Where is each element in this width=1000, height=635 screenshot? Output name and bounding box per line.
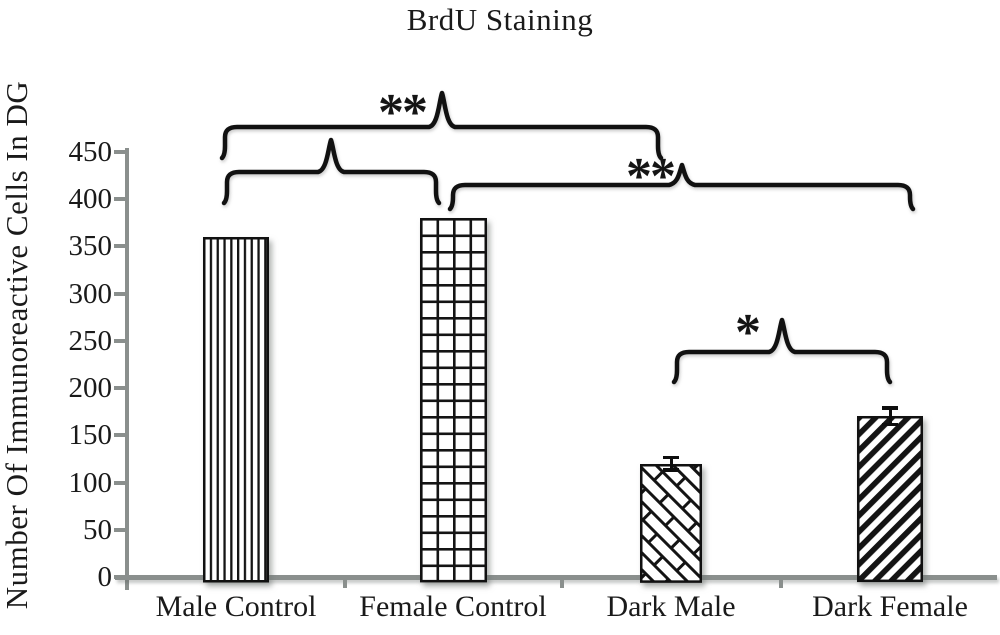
y-tick-mark-350	[114, 244, 125, 249]
chart-title: BrdU Staining	[406, 2, 594, 37]
bar-female-control	[419, 218, 487, 583]
x-category-label-male-control: Male Control	[155, 590, 317, 623]
bar-dark-female	[857, 416, 923, 583]
y-tick-mark-200	[114, 386, 125, 391]
error-bar-cap-top-dark-male	[663, 455, 679, 460]
x-tick-mark-2	[778, 579, 783, 588]
y-tick-label-150: 150	[68, 419, 113, 452]
bar-male-control	[203, 237, 269, 583]
x-category-label-dark-female: Dark Female	[812, 590, 968, 623]
y-tick-label-200: 200	[68, 372, 113, 405]
y-tick-mark-250	[114, 338, 125, 343]
y-tick-label-450: 450	[68, 136, 113, 168]
y-tick-label-400: 400	[68, 183, 113, 216]
error-bar-cap-bottom-dark-male	[663, 468, 679, 472]
x-tick-mark-0	[342, 579, 347, 588]
y-tick-mark-300	[114, 291, 125, 296]
y-tick-mark-0	[114, 575, 125, 579]
y-tick-mark-50	[114, 527, 125, 532]
significance-label-2: **	[626, 148, 676, 205]
y-tick-label-100: 100	[68, 466, 113, 499]
y-tick-label-350: 350	[68, 230, 113, 263]
error-bar-cap-top-dark-female	[882, 406, 898, 410]
y-axis-line	[125, 148, 129, 590]
y-tick-label-250: 250	[68, 324, 113, 357]
error-bar-stem-dark-male	[669, 457, 673, 471]
significance-label-0: **	[378, 84, 428, 141]
x-axis-line	[115, 574, 997, 580]
y-tick-label-50: 50	[83, 513, 112, 546]
x-category-label-dark-male: Dark Male	[606, 590, 736, 623]
y-tick-label-300: 300	[68, 277, 113, 310]
error-bar-cap-bottom-dark-female	[882, 422, 898, 427]
significance-brace-2	[447, 162, 916, 212]
significance-brace-3	[671, 317, 893, 385]
y-tick-mark-400	[114, 197, 125, 202]
x-category-label-female-control: Female Control	[359, 590, 547, 623]
significance-brace-0	[219, 90, 664, 161]
error-bar-stem-dark-female	[888, 407, 892, 425]
y-tick-label-0: 0	[97, 561, 113, 593]
significance-brace-1	[221, 137, 442, 206]
y-tick-mark-150	[114, 433, 125, 438]
bar-dark-male	[640, 463, 702, 583]
x-tick-mark-1	[560, 579, 564, 588]
significance-label-3: *	[735, 304, 761, 361]
y-tick-mark-450	[114, 150, 125, 154]
y-tick-mark-100	[114, 480, 125, 485]
